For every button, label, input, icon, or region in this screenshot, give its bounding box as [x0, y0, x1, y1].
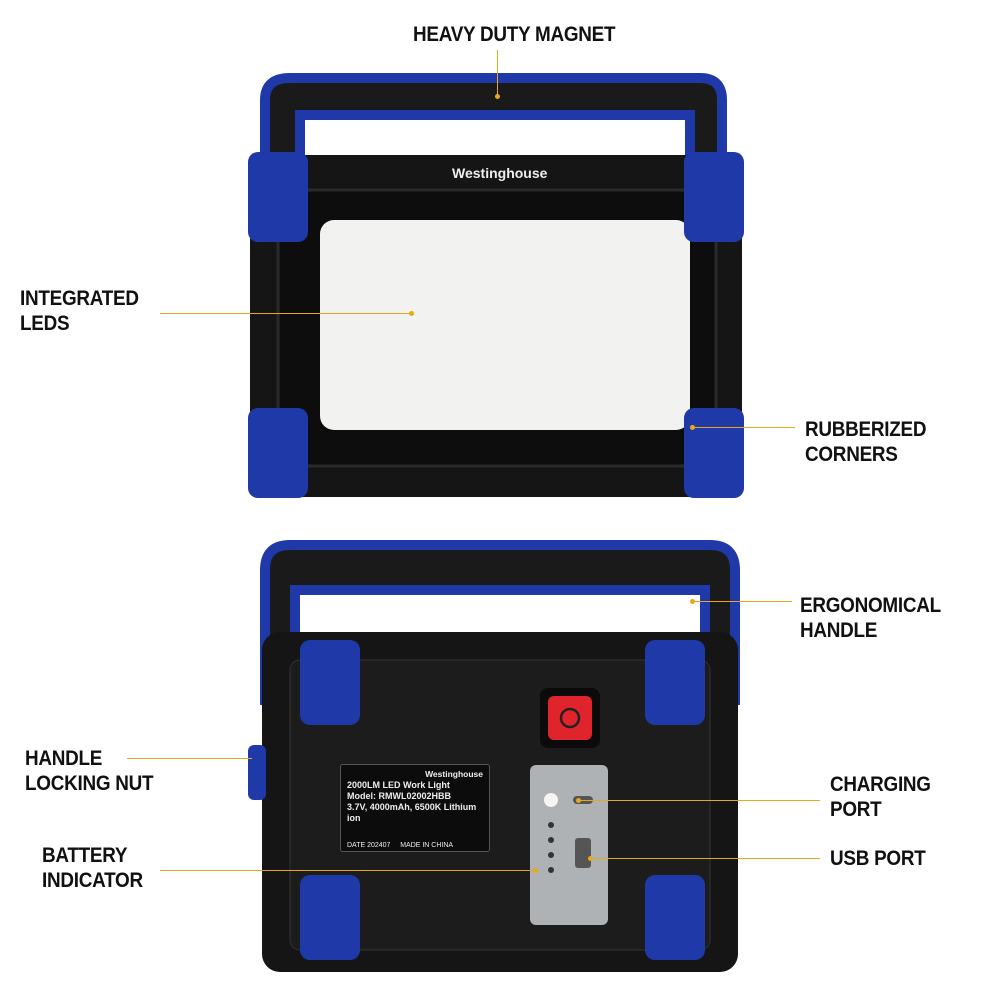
label-brand: Westinghouse: [425, 769, 483, 779]
label-line: 2000LM LED Work Light: [347, 780, 450, 790]
callout-corners: RUBBERIZED CORNERS: [805, 418, 927, 466]
rubber-corner: [684, 408, 744, 498]
label-date: DATE 202407: [347, 842, 391, 849]
brand-logo: Westinghouse: [452, 165, 548, 181]
back-work-light: [248, 540, 740, 972]
callout-leds: INTEGRATED LEDS: [20, 287, 139, 335]
front-work-light: [248, 73, 744, 498]
rubber-corner: [645, 640, 705, 725]
label-line: Model: RMWL02002HBB: [347, 791, 452, 801]
callout-battery-indicator: BATTERY INDICATOR: [42, 844, 143, 892]
label-origin: MADE IN CHINA: [400, 842, 454, 849]
rubber-corner: [248, 408, 308, 498]
rubber-corner: [645, 875, 705, 960]
callout-charging-port: CHARGING PORT: [830, 773, 931, 821]
product-label: Westinghouse 2000LM LED Work Light Model…: [340, 764, 490, 852]
callout-handle: ERGONOMICAL HANDLE: [800, 594, 941, 642]
locking-nut: [248, 745, 266, 800]
port-cover: [530, 765, 608, 925]
rubber-corner: [300, 875, 360, 960]
rubber-corner: [248, 152, 308, 242]
callout-magnet: HEAVY DUTY MAGNET: [413, 23, 616, 46]
usb-port: [575, 838, 591, 868]
label-line: 3.7V, 4000mAh, 6500K Lithium ion: [347, 802, 477, 823]
callout-locking-nut: HANDLE LOCKING NUT: [25, 747, 154, 795]
rubber-corner: [684, 152, 744, 242]
led-panel: [320, 220, 690, 430]
rubber-corner: [300, 640, 360, 725]
top-handle: [260, 73, 727, 165]
callout-usb-port: USB PORT: [830, 847, 926, 870]
